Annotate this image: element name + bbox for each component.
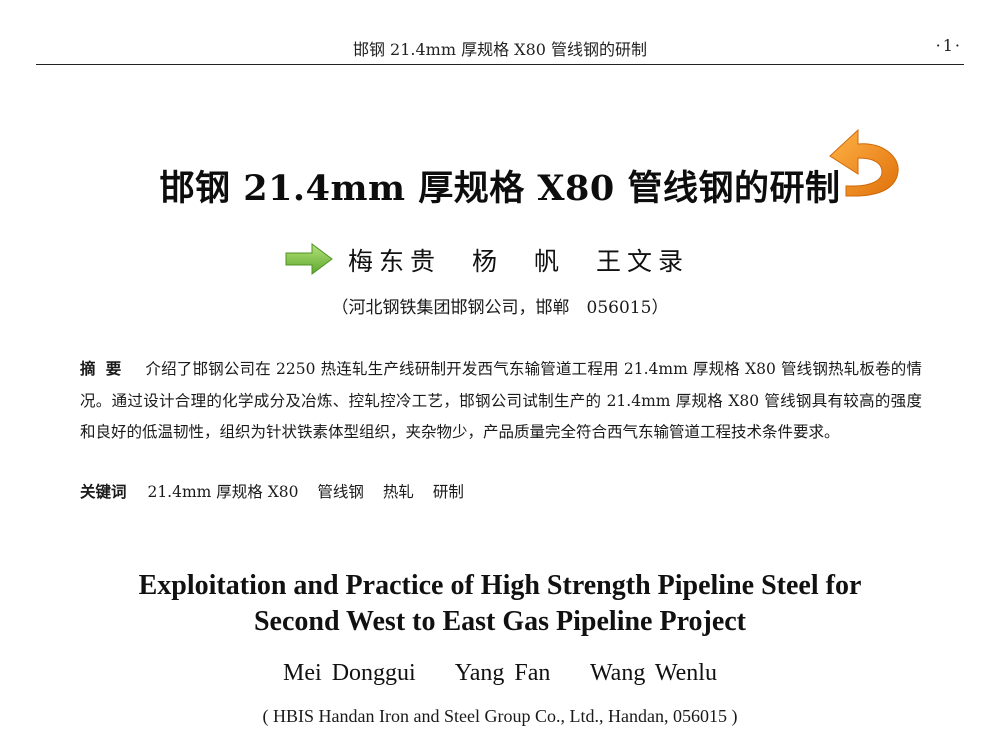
keyword: 21.4mm 厚规格 X80 xyxy=(147,483,299,501)
abstract-label: 摘要 xyxy=(80,360,132,378)
title-en-line1: Exploitation and Practice of High Streng… xyxy=(138,570,862,601)
page-number: ·1· xyxy=(935,36,962,55)
affiliation-cn: （河北钢铁集团邯钢公司，邯郸 056015） xyxy=(331,298,669,318)
running-header: 邯钢 21.4mm 厚规格 X80 管线钢的研制 ·1· xyxy=(0,32,1000,62)
keyword: 管线钢 xyxy=(317,483,364,501)
abstract: 摘要介绍了邯钢公司在 2250 热连轧生产线研制开发西气东输管道工程用 21.4… xyxy=(80,354,922,449)
keyword: 研制 xyxy=(432,483,464,501)
header-rule xyxy=(36,64,964,65)
running-header-title: 邯钢 21.4mm 厚规格 X80 管线钢的研制 xyxy=(352,40,648,59)
keywords: 关键词 21.4mm 厚规格 X80 管线钢 热轧 研制 xyxy=(80,480,922,502)
authors-row: 梅东贵 杨 帆 王文录 xyxy=(0,236,1000,280)
abstract-text: 介绍了邯钢公司在 2250 热连轧生产线研制开发西气东输管道工程用 21.4mm… xyxy=(80,360,922,441)
affiliation-en: ( HBIS Handan Iron and Steel Group Co., … xyxy=(262,706,738,726)
return-arrow-icon[interactable] xyxy=(824,120,906,202)
title-en: Exploitation and Practice of High Streng… xyxy=(0,568,1000,640)
next-arrow-icon[interactable] xyxy=(284,242,334,276)
keywords-label: 关键词 xyxy=(80,483,127,501)
authors-en: Mei Donggui Yang Fan Wang Wenlu xyxy=(283,660,717,686)
title-en-line2: Second West to East Gas Pipeline Project xyxy=(253,606,747,637)
title-cn: 邯钢 21.4mm 厚规格 X80 管线钢的研制 xyxy=(159,168,841,209)
keyword: 热轧 xyxy=(382,483,414,501)
authors-cn: 梅东贵 杨 帆 王文录 xyxy=(348,247,690,276)
